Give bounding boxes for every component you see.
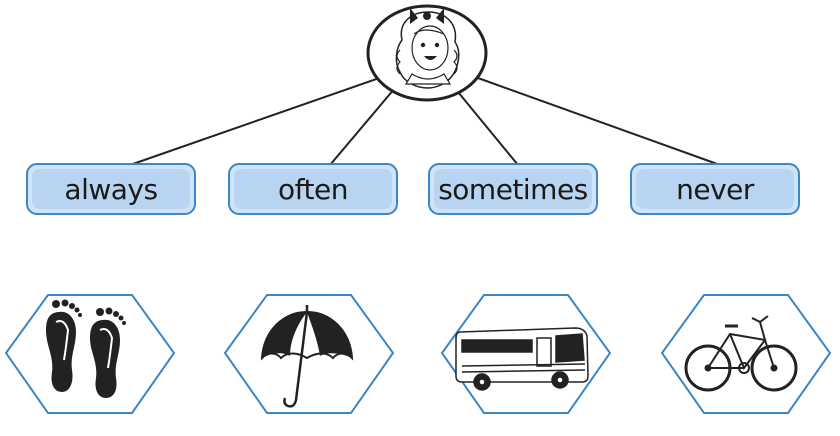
word-box-never: never — [630, 163, 800, 215]
line-to-sometimes — [458, 92, 518, 165]
word-never: never — [676, 173, 754, 206]
line-to-never — [478, 78, 720, 165]
word-sometimes: sometimes — [438, 173, 588, 206]
line-to-always — [130, 76, 385, 165]
word-often: often — [278, 173, 348, 206]
hexagon-footprints — [6, 295, 174, 413]
girl-portrait — [368, 6, 486, 100]
word-box-sometimes: sometimes — [428, 163, 598, 215]
word-box-always: always — [26, 163, 196, 215]
word-box-often: often — [228, 163, 398, 215]
line-to-often — [330, 88, 395, 165]
word-always: always — [64, 173, 157, 206]
picture-hexagons — [6, 295, 830, 413]
hexagon-bicycle — [662, 295, 830, 413]
bus-icon — [456, 328, 588, 390]
